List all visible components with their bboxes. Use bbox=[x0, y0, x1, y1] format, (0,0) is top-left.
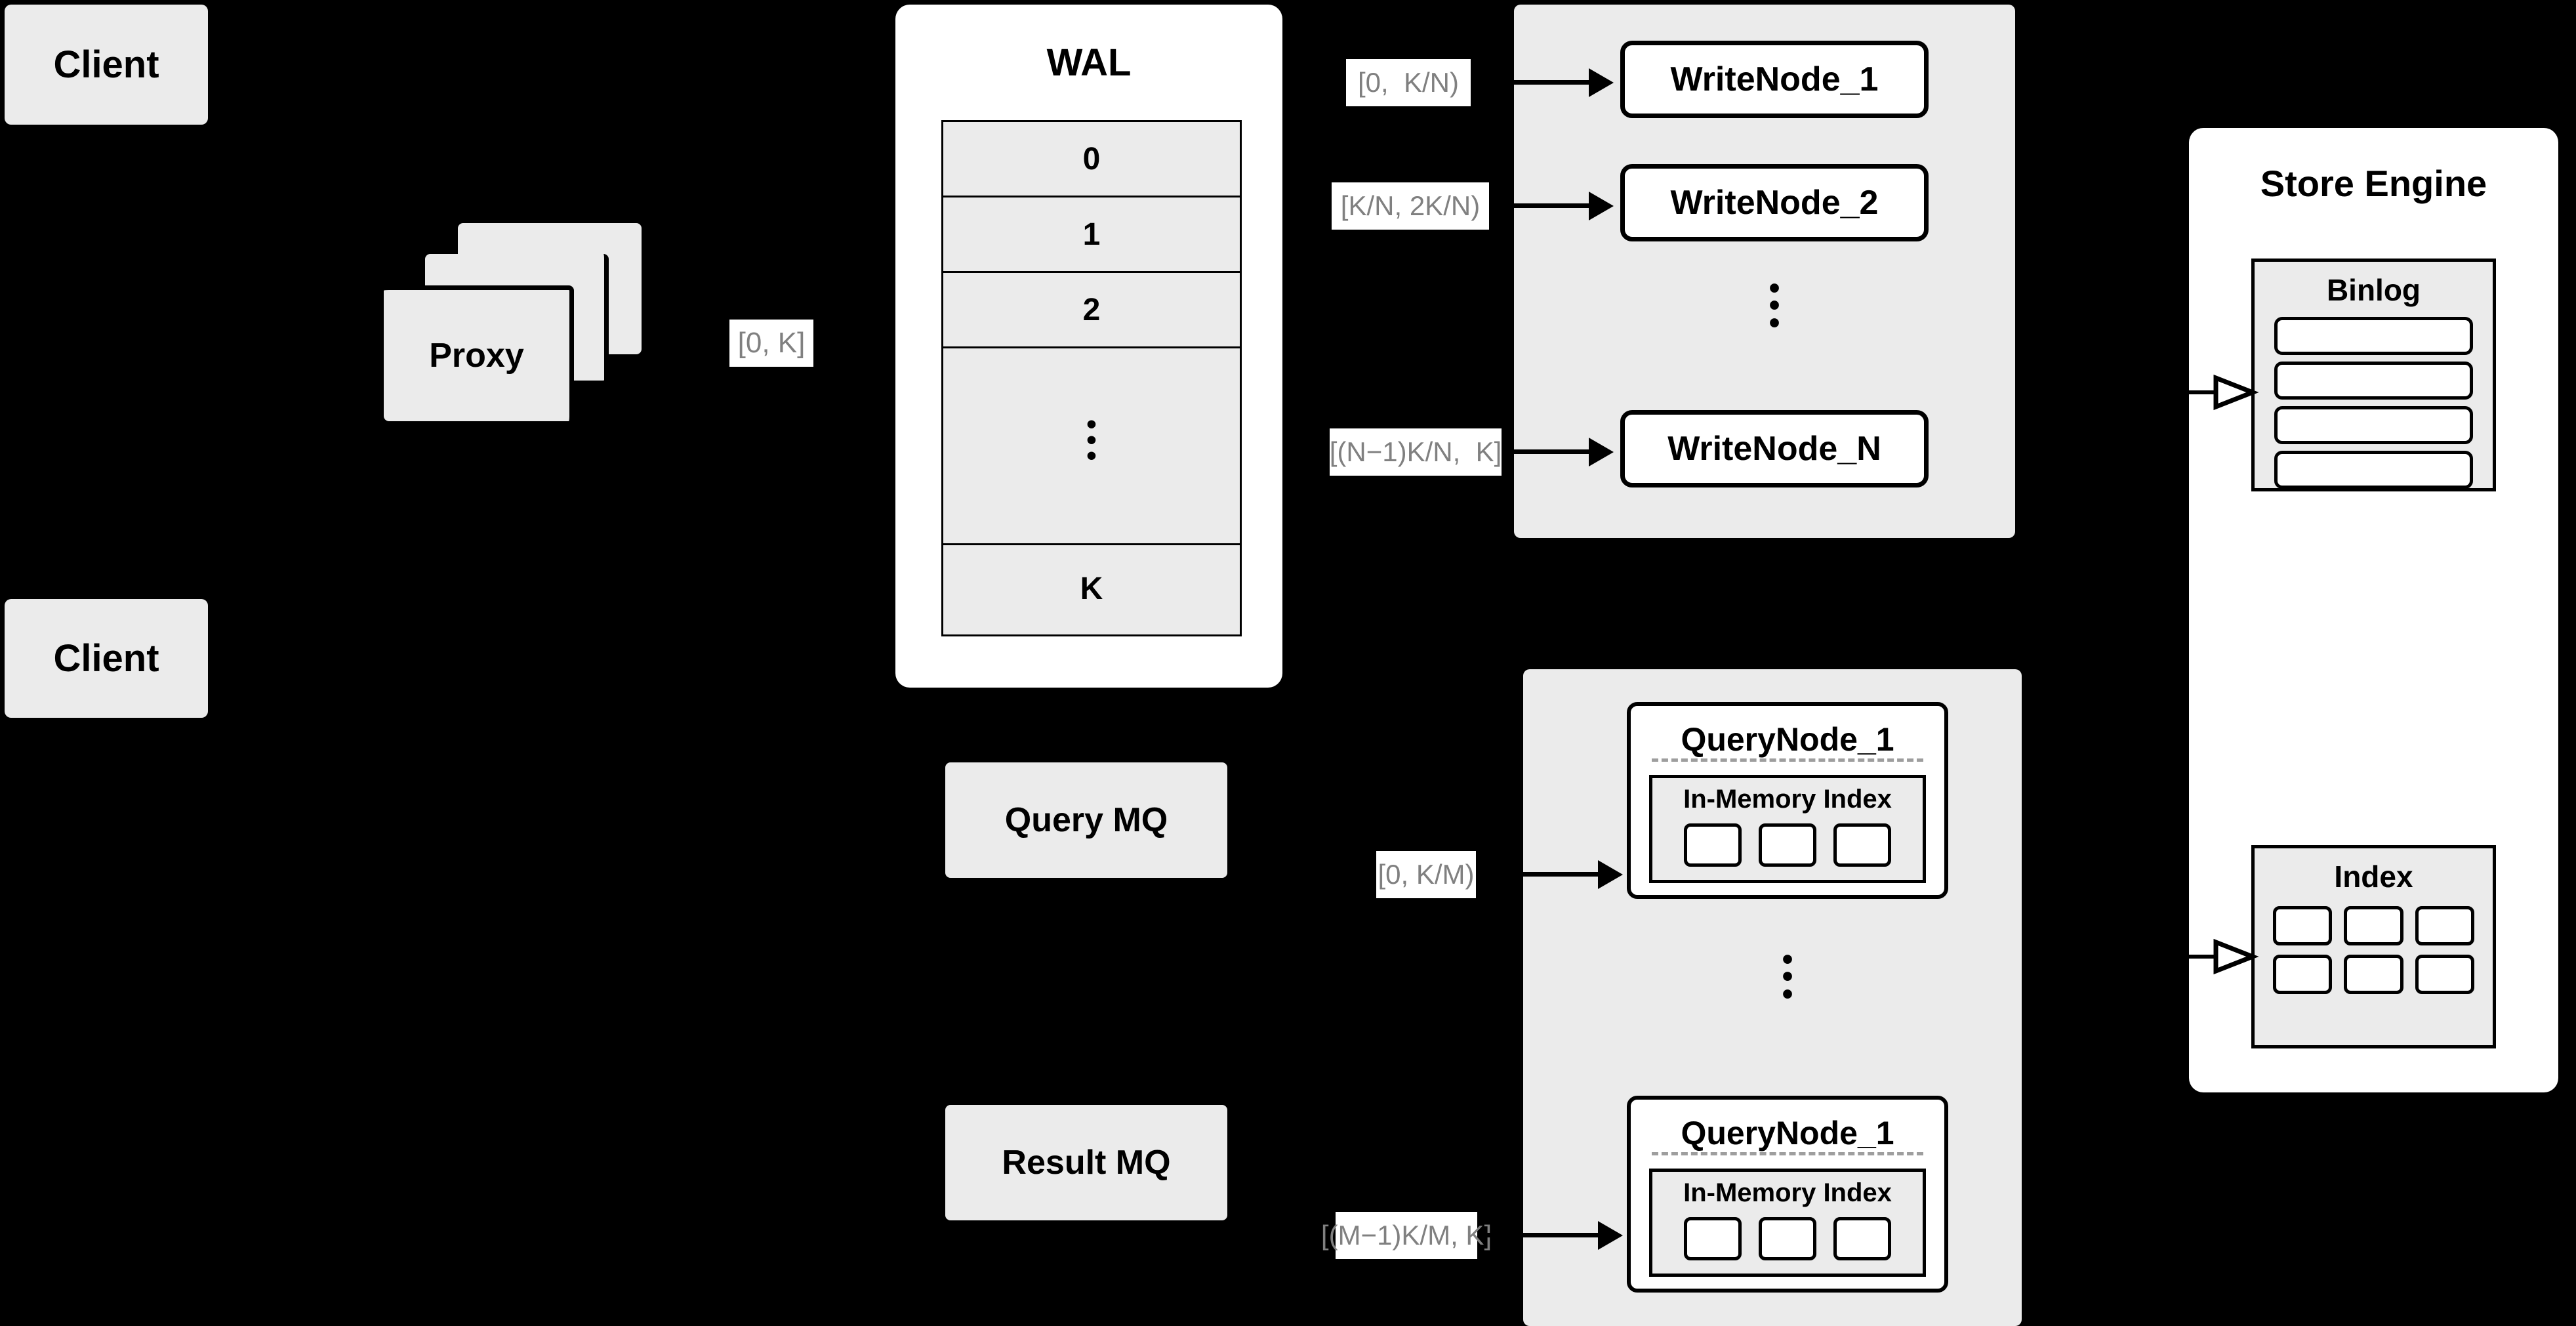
wal-entry-ellipsis: ••• bbox=[943, 348, 1240, 545]
edge-label-write-1: [0, K/N) bbox=[1346, 59, 1471, 106]
write-arrow-head-1 bbox=[1589, 68, 1614, 97]
binlog-row-list bbox=[2255, 317, 2493, 506]
binlog-row bbox=[2274, 406, 2473, 444]
edge-label-write-2-text: [K/N, 2K/N) bbox=[1340, 190, 1481, 221]
write-node-1-label: WriteNode_1 bbox=[1670, 60, 1879, 98]
query-node-m-title: QueryNode_1 bbox=[1681, 1115, 1894, 1151]
query-node-m-in-memory-index: In-Memory Index bbox=[1649, 1169, 1926, 1277]
client-box-2-label: Client bbox=[53, 637, 159, 680]
write-arrow-line-2 bbox=[1489, 203, 1589, 208]
wal-entry-last: K bbox=[943, 545, 1240, 632]
query-node-m: QueryNode_1 In-Memory Index bbox=[1627, 1096, 1948, 1293]
query-node-1-title: QueryNode_1 bbox=[1681, 721, 1894, 758]
query-node-m-divider bbox=[1652, 1152, 1923, 1155]
index-cell bbox=[1833, 823, 1891, 867]
wal-title: WAL bbox=[1046, 41, 1132, 84]
write-arrow-line-n bbox=[1502, 449, 1589, 454]
index-cell bbox=[1759, 1217, 1816, 1260]
query-node-1-divider bbox=[1652, 758, 1923, 762]
query-node-1: QueryNode_1 In-Memory Index bbox=[1627, 702, 1948, 899]
write-arrow-line-1 bbox=[1471, 80, 1589, 85]
wal-panel: WAL 0 1 2 ••• K bbox=[895, 5, 1282, 688]
index-section: Index bbox=[2251, 845, 2496, 1048]
proxy-stack: Proxy bbox=[380, 217, 643, 433]
index-cell bbox=[1759, 823, 1816, 867]
index-cell bbox=[1833, 1217, 1891, 1260]
client-box-1-label: Client bbox=[53, 43, 159, 86]
binlog-title: Binlog bbox=[2326, 273, 2421, 307]
edge-label-write-n: [(N−1)K/N, K] bbox=[1330, 428, 1502, 476]
query-arrow-line-1 bbox=[1476, 872, 1598, 877]
query-arrow-line-m bbox=[1477, 1233, 1598, 1237]
edge-label-proxy-to-wal: [0, K] bbox=[729, 320, 813, 367]
binlog-row bbox=[2274, 317, 2473, 355]
index-open-arrow-icon bbox=[2175, 937, 2262, 976]
wal-entry-0: 0 bbox=[943, 122, 1240, 197]
query-node-1-in-memory-index: In-Memory Index bbox=[1649, 775, 1926, 883]
store-index-cell bbox=[2344, 906, 2403, 945]
query-node-1-index-title: In-Memory Index bbox=[1683, 785, 1892, 814]
wal-entry-last-label: K bbox=[1080, 571, 1103, 606]
index-title: Index bbox=[2334, 860, 2413, 894]
binlog-section: Binlog bbox=[2251, 259, 2496, 491]
store-index-cell bbox=[2273, 955, 2333, 994]
binlog-row bbox=[2274, 451, 2473, 489]
wal-entry-0-label: 0 bbox=[1082, 141, 1101, 176]
query-node-cluster-panel: QueryNode_1 In-Memory Index ••• QueryNod… bbox=[1523, 669, 2022, 1326]
write-node-2: WriteNode_2 bbox=[1620, 164, 1929, 241]
client-box-2: Client bbox=[5, 599, 208, 718]
edge-label-write-1-text: [0, K/N) bbox=[1357, 67, 1460, 98]
write-arrow-head-n bbox=[1589, 438, 1614, 466]
edge-label-proxy-to-wal-text: [0, K] bbox=[737, 327, 806, 359]
index-cell bbox=[1684, 1217, 1742, 1260]
write-arrow-head-2 bbox=[1589, 192, 1614, 220]
store-engine-title: Store Engine bbox=[2260, 163, 2487, 204]
store-engine-panel: Store Engine Binlog Index bbox=[2189, 128, 2558, 1092]
wal-entry-1-label: 1 bbox=[1082, 217, 1101, 252]
wal-entry-2-label: 2 bbox=[1082, 292, 1101, 327]
query-node-m-index-title: In-Memory Index bbox=[1683, 1178, 1892, 1207]
edge-label-query-m-text: [(M−1)K/M, K] bbox=[1320, 1220, 1492, 1251]
binlog-open-arrow-icon bbox=[2175, 373, 2262, 412]
wal-entry-2: 2 bbox=[943, 273, 1240, 348]
result-mq-label: Result MQ bbox=[1002, 1144, 1171, 1182]
store-index-cell bbox=[2415, 906, 2474, 945]
query-node-m-index-cells bbox=[1652, 1208, 1923, 1274]
query-cluster-vertical-dots-icon: ••• bbox=[1782, 942, 1793, 1012]
store-index-cell bbox=[2415, 955, 2474, 994]
index-cell bbox=[1684, 823, 1742, 867]
proxy-label: Proxy bbox=[429, 337, 524, 375]
edge-label-write-2: [K/N, 2K/N) bbox=[1332, 182, 1489, 230]
write-cluster-vertical-dots-icon: ••• bbox=[1768, 271, 1780, 341]
query-node-1-index-cells bbox=[1652, 814, 1923, 880]
binlog-row bbox=[2274, 362, 2473, 400]
edge-label-query-1: [0, K/M) bbox=[1376, 851, 1476, 898]
wal-entry-1: 1 bbox=[943, 197, 1240, 273]
query-arrow-head-m bbox=[1598, 1221, 1623, 1250]
proxy-card-front: Proxy bbox=[384, 285, 574, 421]
query-arrow-head-1 bbox=[1598, 860, 1623, 889]
edge-label-query-m: [(M−1)K/M, K] bbox=[1321, 1212, 1492, 1259]
write-node-1: WriteNode_1 bbox=[1620, 41, 1929, 118]
query-mq-label: Query MQ bbox=[1004, 801, 1168, 839]
query-mq-box: Query MQ bbox=[945, 762, 1227, 878]
wal-vertical-dots-icon: ••• bbox=[1086, 408, 1097, 472]
store-index-cell bbox=[2344, 955, 2403, 994]
write-node-n: WriteNode_N bbox=[1620, 410, 1929, 487]
index-cell-grid bbox=[2255, 906, 2493, 1011]
store-index-cell bbox=[2273, 906, 2333, 945]
wal-entry-stack: 0 1 2 ••• K bbox=[941, 120, 1242, 636]
write-node-cluster-panel: WriteNode_1 WriteNode_2 ••• WriteNode_N bbox=[1514, 5, 2015, 538]
client-box-1: Client bbox=[5, 5, 208, 125]
result-mq-box: Result MQ bbox=[945, 1105, 1227, 1220]
write-node-2-label: WriteNode_2 bbox=[1670, 184, 1879, 222]
write-node-n-label: WriteNode_N bbox=[1667, 430, 1881, 468]
edge-label-query-1-text: [0, K/M) bbox=[1378, 859, 1475, 890]
edge-label-write-n-text: [(N−1)K/N, K] bbox=[1329, 436, 1502, 467]
